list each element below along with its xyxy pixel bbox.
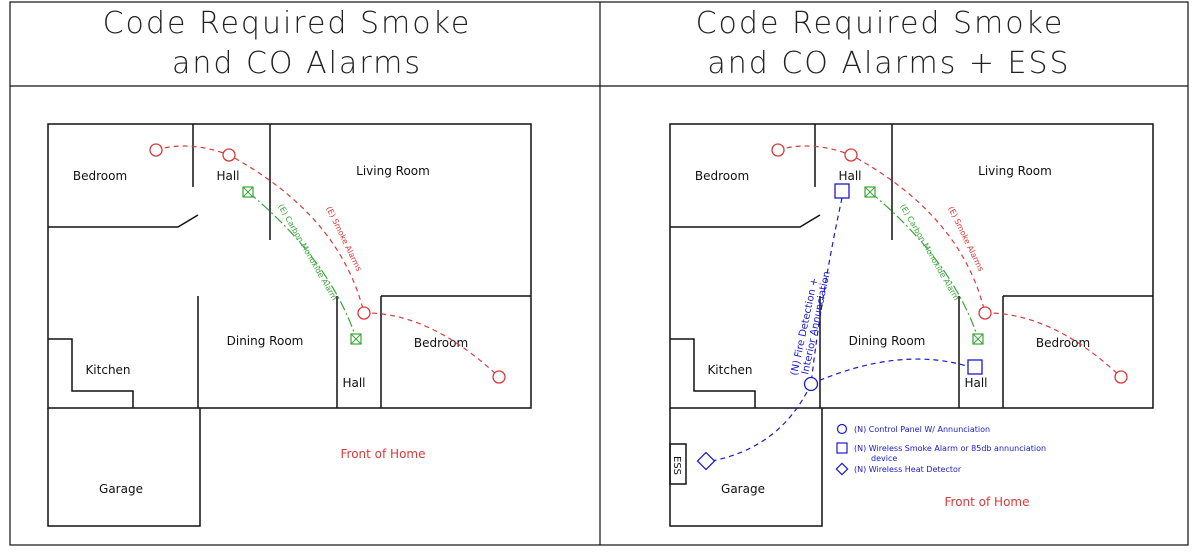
- legend-control-panel: (N) Control Panel W/ Annunciation: [854, 425, 990, 434]
- left-smoke-label: (E) Smoke Alarms: [324, 205, 363, 273]
- left-room-kitchen: Kitchen: [85, 363, 130, 377]
- house-outline: [669, 123, 1154, 409]
- left-title-line2: and CO Alarms: [172, 46, 422, 81]
- left-smoke-alarm-icon: [222, 148, 236, 162]
- legend-control-panel-icon: [836, 423, 848, 435]
- right-co-alarm-icon: [864, 186, 876, 198]
- right-smoke-alarm-icon: [771, 143, 785, 157]
- right-room-bedroom: Bedroom: [695, 169, 749, 183]
- house-outline: [47, 123, 532, 409]
- legend-smoke-alarm-line1: (N) Wireless Smoke Alarm or 85db annunci…: [854, 444, 1046, 453]
- left-panel: Code Required Smoke and CO Alarms Bedroo…: [47, 6, 532, 527]
- right-room-hall-top: Hall: [838, 169, 861, 183]
- right-room-garage: Garage: [721, 482, 765, 496]
- right-heat-detector-icon: [696, 451, 716, 471]
- left-front-of-home: Front of Home: [341, 447, 426, 461]
- right-co-alarm-icon: [972, 333, 984, 345]
- right-wireless-smoke-alarm-icon: [834, 183, 850, 199]
- right-room-dining: Dining Room: [849, 334, 926, 348]
- right-room-bedroom-right: Bedroom: [1036, 336, 1090, 350]
- legend-heat-detector: (N) Wireless Heat Detector: [854, 465, 962, 474]
- left-room-bedroom-right: Bedroom: [414, 336, 468, 350]
- right-wireless-smoke-alarm-icon: [967, 359, 983, 375]
- right-room-hall-bottom: Hall: [964, 376, 987, 390]
- right-room-living: Living Room: [978, 164, 1052, 178]
- ess-box: [669, 443, 687, 485]
- left-smoke-alarm-icon: [149, 143, 163, 157]
- left-smoke-route: [155, 145, 500, 378]
- right-title-line2: and CO Alarms + ESS: [707, 46, 1070, 81]
- blue-route-down: [705, 383, 812, 463]
- right-front-of-home: Front of Home: [945, 495, 1030, 509]
- left-smoke-alarm-icon: [492, 370, 506, 384]
- left-room-hall-top: Hall: [216, 169, 239, 183]
- left-title-line1: Code Required Smoke: [103, 6, 472, 41]
- right-control-panel-icon: [803, 376, 819, 392]
- blue-route-up: [810, 197, 843, 385]
- left-co-alarm-icon: [242, 186, 254, 198]
- right-panel: Code Required Smoke and CO Alarms + ESS …: [669, 6, 1154, 527]
- legend-heat-detector-icon: [835, 462, 849, 476]
- ess-label: ESS: [671, 456, 682, 475]
- legend: (N) Control Panel W/ Annunciation (N) Wi…: [835, 423, 1046, 476]
- outer-frame: [9, 1, 1189, 546]
- right-smoke-alarm-icon: [1114, 370, 1128, 384]
- left-smoke-alarm-icon: [357, 306, 371, 320]
- left-room-dining: Dining Room: [227, 334, 304, 348]
- right-title-line1: Code Required Smoke: [696, 6, 1065, 41]
- right-smoke-alarm-icon: [844, 148, 858, 162]
- right-room-kitchen: Kitchen: [707, 363, 752, 377]
- left-room-living: Living Room: [356, 164, 430, 178]
- left-floor-plan: [47, 123, 532, 527]
- left-room-hall-bottom: Hall: [342, 376, 365, 390]
- left-room-garage: Garage: [99, 482, 143, 496]
- legend-smoke-alarm-icon: [836, 442, 848, 454]
- left-co-route: [247, 191, 357, 339]
- right-smoke-route: [777, 145, 1122, 378]
- right-smoke-alarm-icon: [978, 306, 992, 320]
- left-room-bedroom: Bedroom: [73, 169, 127, 183]
- right-co-route: [869, 191, 979, 339]
- blue-route-right: [810, 358, 971, 385]
- right-floor-plan: [669, 123, 1154, 527]
- left-co-alarm-icon: [350, 333, 362, 345]
- legend-smoke-alarm-line2: device: [871, 454, 897, 463]
